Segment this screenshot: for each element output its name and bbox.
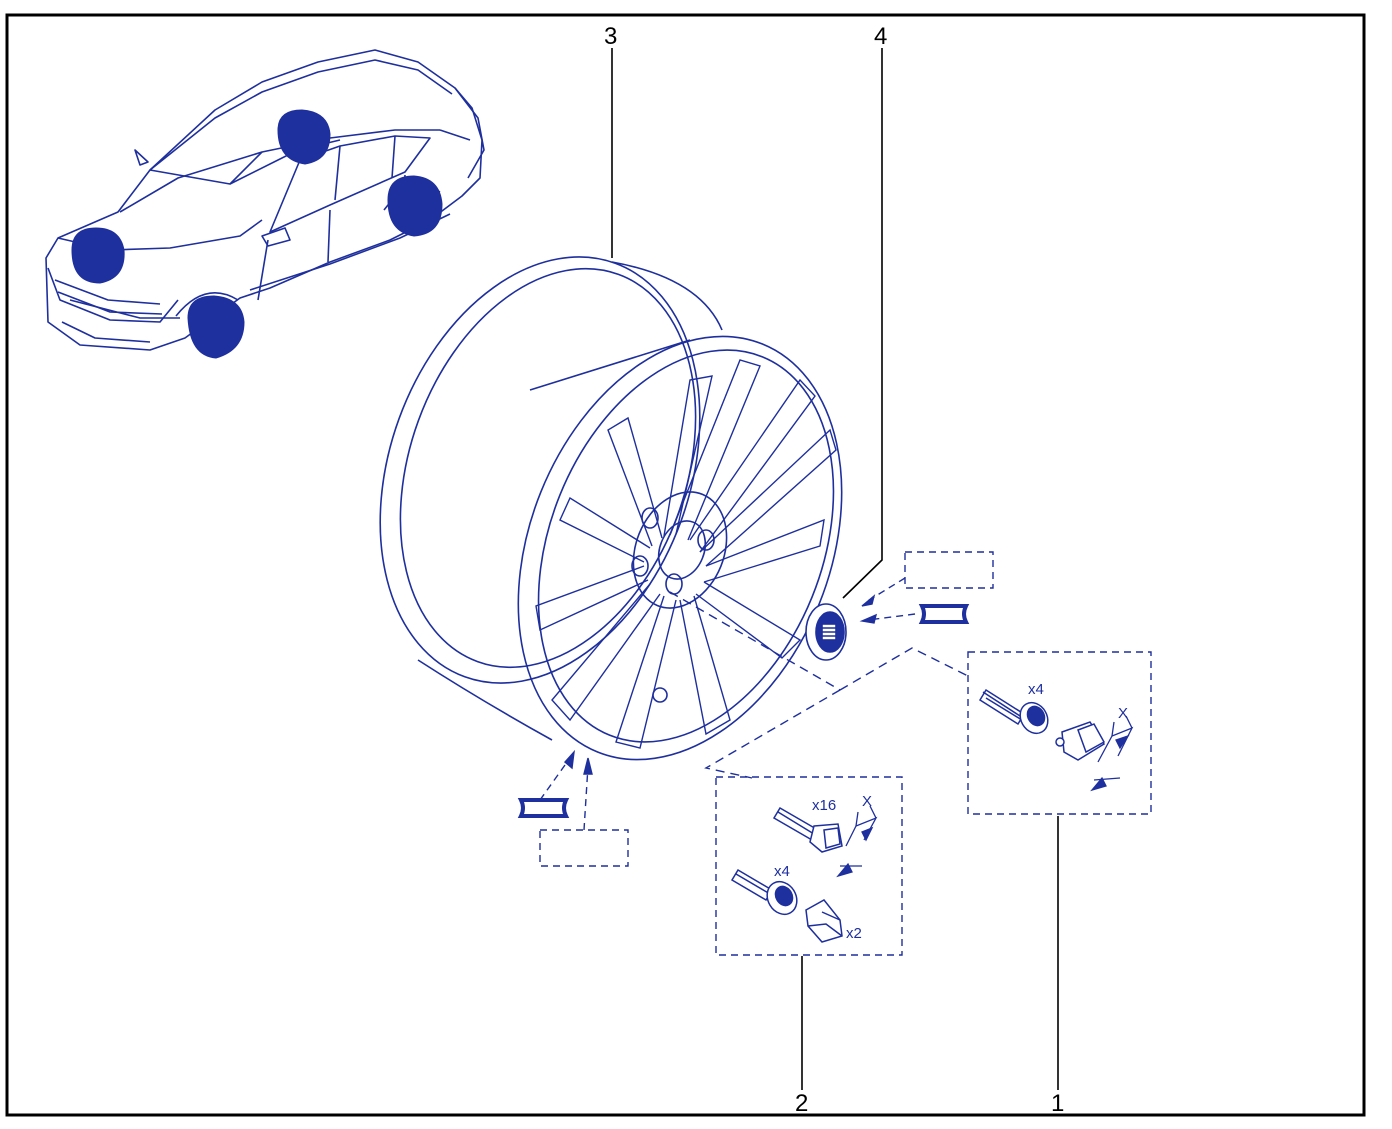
sticker-label-icon bbox=[517, 604, 970, 818]
dimension-x-kit-2 bbox=[836, 805, 878, 878]
wheel-rim-icon bbox=[379, 256, 843, 761]
kit-1-box: x4 X bbox=[967, 651, 1152, 815]
wheel-bolt-icon bbox=[772, 806, 843, 853]
dimension-x-kit-1 bbox=[1090, 715, 1134, 792]
wheel-marker-front-right bbox=[187, 295, 245, 359]
callout-1: 1 bbox=[1051, 1090, 1064, 1117]
wheel-marker-rear-right bbox=[387, 175, 443, 237]
callout-leaders bbox=[611, 48, 1059, 1090]
pointer-arrows bbox=[539, 577, 916, 831]
lug-nut-icon bbox=[805, 899, 843, 943]
callout-4: 4 bbox=[874, 23, 887, 50]
wheel-marker-front-left bbox=[71, 227, 125, 284]
kit-2-bolt-bottom-quantity: x4 bbox=[774, 863, 790, 880]
wheel-marker-rear-left bbox=[277, 109, 331, 165]
callout-2: 2 bbox=[795, 1090, 808, 1117]
wheel-position-markers bbox=[71, 109, 443, 359]
callout-3: 3 bbox=[604, 23, 617, 50]
kit-1-bolt-quantity: x4 bbox=[1028, 681, 1044, 698]
kit-2-dimension-label: X bbox=[862, 793, 872, 810]
kit-1-dimension-label: X bbox=[1118, 705, 1128, 722]
diagram-frame bbox=[5, 13, 1366, 1117]
wheel-bolt-icon bbox=[978, 688, 1049, 735]
kit-connection-lines bbox=[669, 591, 969, 779]
wheel-bolt-icon bbox=[730, 868, 798, 916]
center-cap-icon bbox=[805, 603, 847, 661]
kit-2-bolt-top-quantity: x16 bbox=[812, 797, 836, 814]
kit-2-nut-quantity: x2 bbox=[846, 925, 862, 942]
reference-boxes bbox=[539, 551, 994, 867]
kit-2-box: x16 X x4 x2 bbox=[715, 776, 903, 956]
lug-nut-icon bbox=[1055, 721, 1106, 761]
